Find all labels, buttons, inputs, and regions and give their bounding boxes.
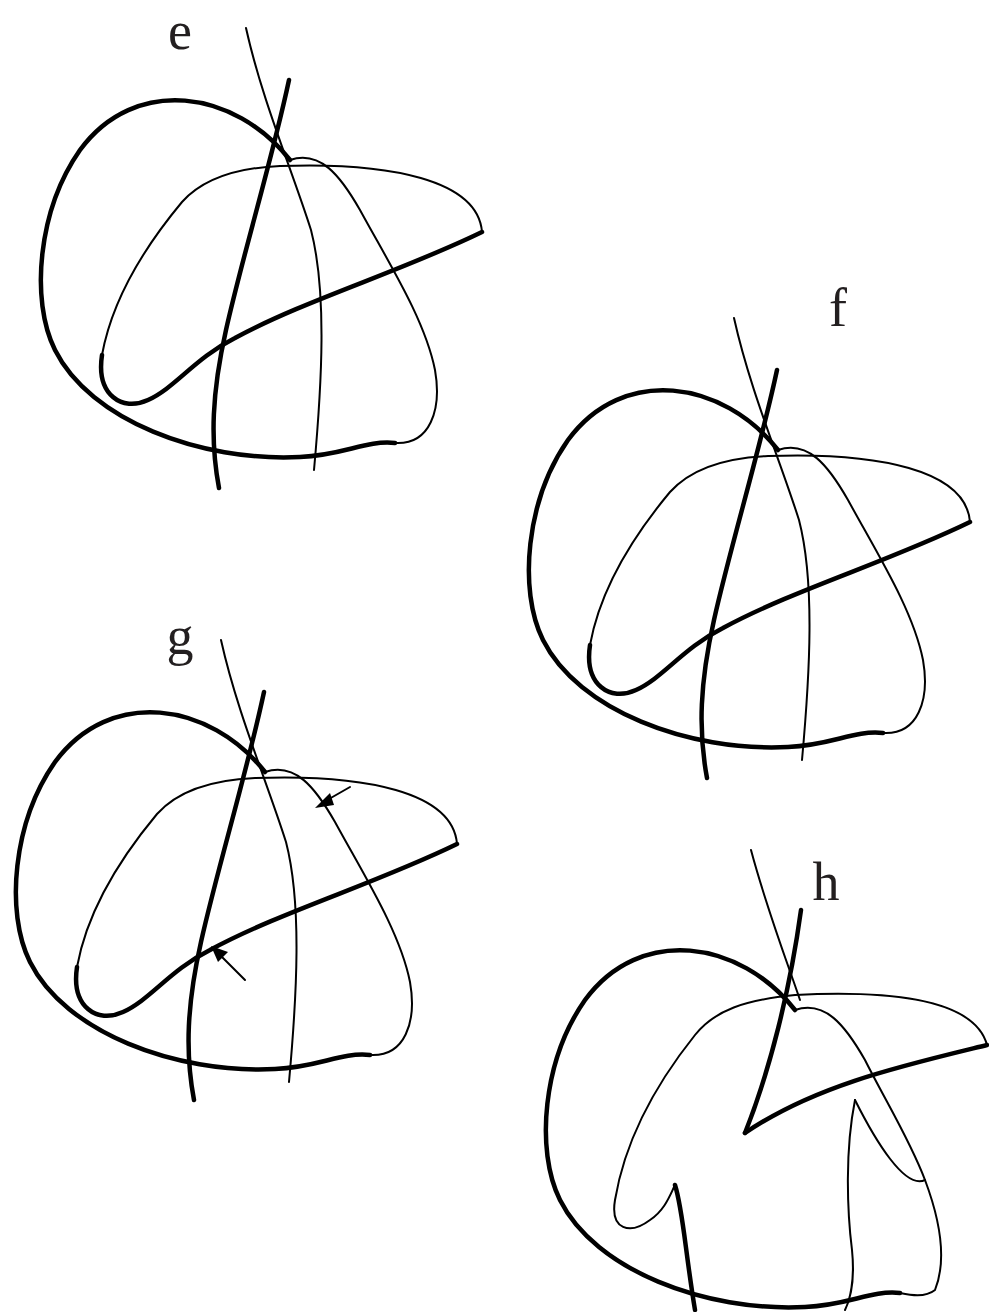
panel-letter: g — [167, 609, 194, 663]
indicator-arrow — [211, 787, 350, 980]
panel-letter: e — [168, 4, 192, 58]
knot-figure-cusped — [546, 850, 987, 1310]
panel-letter: f — [829, 281, 847, 335]
panel-letter: h — [813, 855, 840, 909]
